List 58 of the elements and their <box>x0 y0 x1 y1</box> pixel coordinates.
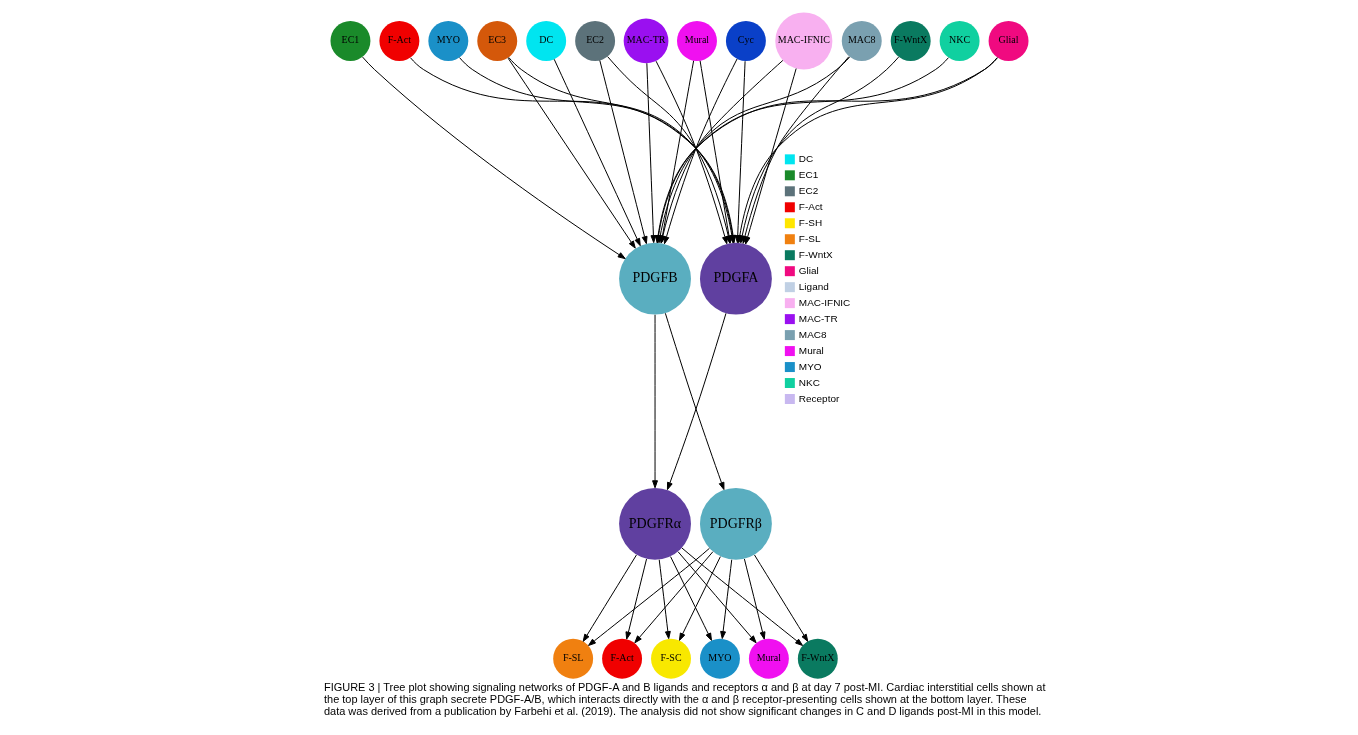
node-circle: MAC-IFNIC <box>774 12 832 70</box>
arrow <box>553 58 641 247</box>
node-circle: Mural <box>676 20 717 61</box>
arrow <box>677 551 757 644</box>
node-circle: F-Act <box>601 638 642 679</box>
legend-label: DC <box>798 152 813 164</box>
node-circle: NKC <box>939 20 980 61</box>
legend-label: F-Act <box>798 200 823 212</box>
legend-label: Ligand <box>798 280 829 292</box>
node-circle: DC <box>525 20 566 61</box>
node-circle: F-WntX <box>797 638 838 679</box>
legend-label: Mural <box>798 344 824 356</box>
legend-label: EC1 <box>798 168 818 180</box>
legend-label: MYO <box>798 360 822 372</box>
legend-label: F-WntX <box>798 248 833 260</box>
legend-label: Receptor <box>798 392 839 404</box>
legend-label: F-SL <box>798 232 820 244</box>
arrow <box>361 56 626 260</box>
node-circle: F-WntX <box>890 20 931 61</box>
arrow <box>633 551 713 644</box>
arrow <box>507 57 636 249</box>
node-circle: F-Act <box>378 20 419 61</box>
arrow <box>753 554 808 642</box>
arrow <box>669 556 712 641</box>
arrow <box>658 559 671 640</box>
arrow <box>651 314 658 489</box>
legend-label: EC2 <box>798 184 818 196</box>
legend-label: Glial <box>798 264 819 276</box>
caption: FIGURE 3 | Tree plot showing signaling networks of PDGF-A and B ligands and receptors α and β at day 7 post-MI. Cardiac interstitial cells shown at the top layer of this graph secrete PDGF-A/B, which interacts directly with the α and β receptor-presenting cells shown at the bottom layer. These data was derived from a publication by Farbehi et al. (2019). The analysis did not show significant changes in C and D ligands post-MI in this model. <box>323 681 1045 718</box>
node-circle: MAC8 <box>841 20 882 61</box>
arrow <box>678 556 721 641</box>
legend-label: MAC8 <box>798 328 827 340</box>
node-circle: EC3 <box>476 20 517 61</box>
node-circle: Glial <box>988 20 1029 61</box>
node-circle: F-SC <box>650 638 691 679</box>
arrow <box>719 559 732 640</box>
node-circle: PDGFRα <box>618 487 691 560</box>
node-circle: MYO <box>699 638 740 679</box>
arrow <box>743 558 765 640</box>
node-circle: F-SL <box>552 638 593 679</box>
arrow <box>587 547 710 646</box>
node-circle: EC1 <box>329 20 370 61</box>
legend-label: MAC-IFNIC <box>798 296 850 308</box>
node-circle: EC2 <box>574 20 615 61</box>
arrow <box>582 554 637 642</box>
legend-label: MAC-TR <box>798 312 838 324</box>
legend-label: F-SH <box>798 216 822 228</box>
node-circle: MYO <box>427 20 468 61</box>
legend-label: NKC <box>798 376 820 388</box>
node-circle: Cyc <box>725 20 766 61</box>
node-circle: PDGFA <box>699 242 772 315</box>
arrow <box>598 59 647 245</box>
arrow <box>625 558 647 640</box>
arrow <box>680 547 803 646</box>
node-circle: PDGFRβ <box>699 487 772 560</box>
arrow <box>645 62 656 244</box>
node-circle: MAC-TR <box>623 18 668 64</box>
node-circle: Mural <box>748 638 789 679</box>
